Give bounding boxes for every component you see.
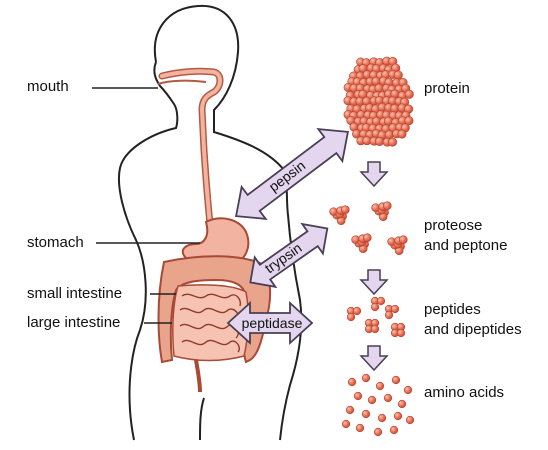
mouth-label: mouth bbox=[27, 78, 69, 96]
proteose-bead bbox=[363, 234, 371, 242]
peptide-bead bbox=[391, 305, 399, 313]
proteose-line-2: and peptone bbox=[424, 236, 507, 256]
protein-bead bbox=[375, 84, 383, 92]
proteose-stage-label: proteose and peptone bbox=[424, 216, 507, 256]
amino-acid-bead bbox=[348, 378, 356, 386]
amino-acid-bead bbox=[368, 396, 376, 404]
amino-acid-bead bbox=[394, 412, 402, 420]
peptides-line-2: and dipeptides bbox=[424, 320, 522, 340]
protein-cluster bbox=[344, 57, 414, 146]
protein-bead bbox=[405, 90, 413, 98]
amino-acid-bead bbox=[378, 414, 386, 422]
proteose-bead bbox=[383, 202, 391, 210]
peptide-bead bbox=[371, 325, 379, 333]
amino-acid-bead bbox=[374, 428, 382, 436]
amino-acid-bead bbox=[390, 426, 398, 434]
amino-acid-bead bbox=[404, 386, 412, 394]
stomach-label: stomach bbox=[27, 234, 84, 252]
peptide-bead bbox=[353, 307, 361, 315]
protein-bead bbox=[398, 130, 406, 138]
peptide-bead bbox=[397, 329, 405, 337]
peptide-bead bbox=[371, 303, 379, 311]
amino-acid-bead bbox=[376, 382, 384, 390]
protein-stage-label: protein bbox=[424, 80, 470, 98]
amino-acid-bead bbox=[346, 406, 354, 414]
proteose-line-1: proteose bbox=[424, 216, 507, 236]
amino-acid-beads bbox=[342, 374, 414, 436]
amino-acid-bead bbox=[362, 374, 370, 382]
peptide-bead bbox=[377, 297, 385, 305]
down-arrow-2 bbox=[361, 270, 387, 294]
rectum bbox=[196, 360, 200, 392]
peptide-bead bbox=[347, 313, 355, 321]
amino-acids-stage-label: amino acids bbox=[424, 384, 504, 402]
protein-bead bbox=[394, 71, 402, 79]
protein-bead bbox=[375, 137, 383, 145]
proteose-bead bbox=[341, 206, 349, 214]
peptide-clusters bbox=[347, 297, 405, 337]
peptide-bead bbox=[385, 311, 393, 319]
peptides-line-1: peptides bbox=[424, 300, 522, 320]
amino-acid-bead bbox=[342, 420, 350, 428]
stage-arrows bbox=[361, 162, 387, 370]
amino-acid-bead bbox=[392, 376, 400, 384]
amino-acid-bead bbox=[406, 416, 414, 424]
peptides-stage-label: peptides and dipeptides bbox=[424, 300, 522, 340]
proteose-bead bbox=[399, 236, 407, 244]
amino-acid-bead bbox=[356, 424, 364, 432]
amino-acid-bead bbox=[362, 410, 370, 418]
proteose-clusters bbox=[330, 202, 408, 255]
amino-acid-bead bbox=[354, 392, 362, 400]
down-arrow-3 bbox=[361, 346, 387, 370]
peptidase-label: peptidase bbox=[242, 315, 303, 331]
protein-bead bbox=[388, 138, 396, 146]
down-arrow-1 bbox=[361, 162, 387, 186]
small-intestine-label: small intestine bbox=[27, 285, 122, 303]
amino-acid-bead bbox=[384, 394, 392, 402]
amino-acid-bead bbox=[398, 400, 406, 408]
large-intestine-label: large intestine bbox=[27, 314, 120, 332]
